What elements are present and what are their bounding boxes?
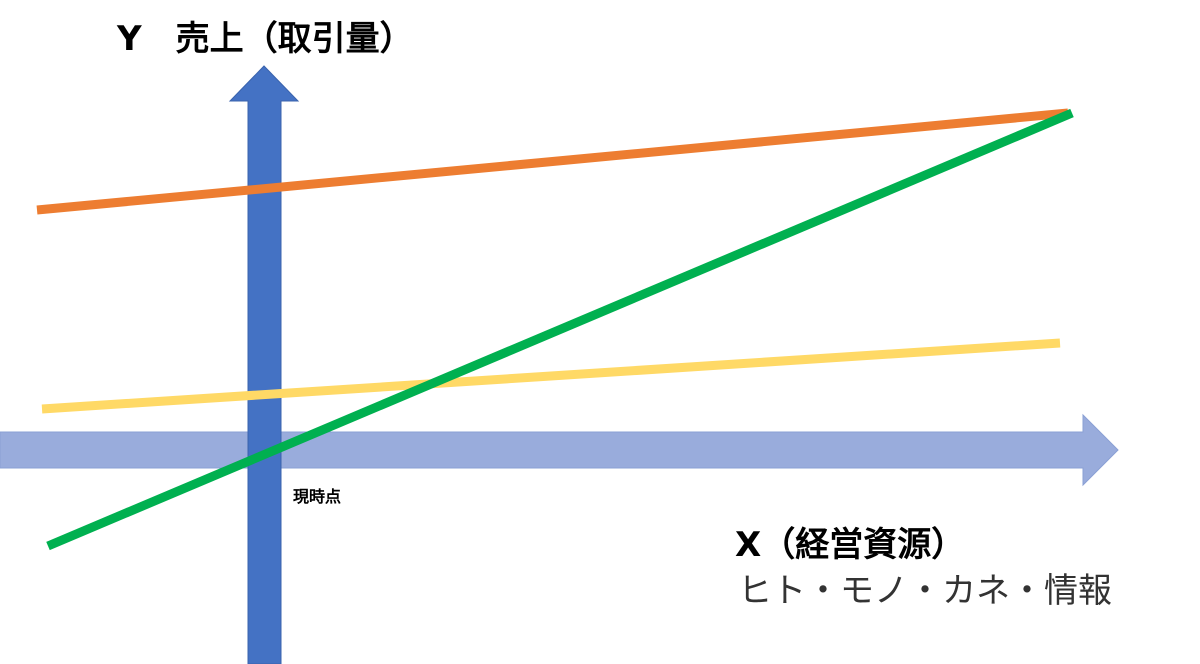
green-line [46, 108, 1074, 551]
orange-line [36, 108, 1069, 215]
y-axis-label: Y 売上（取引量） [116, 19, 414, 59]
y-axis-arrow [228, 65, 300, 664]
x-axis-sub-label: ヒト・モノ・カネ・情報 [738, 571, 1112, 611]
x-axis-label: X（経営資源） [735, 525, 965, 565]
now-marker-label: 現時点 [293, 487, 341, 506]
x-axis-arrow [0, 413, 1119, 487]
yellow-line [41, 338, 1061, 414]
